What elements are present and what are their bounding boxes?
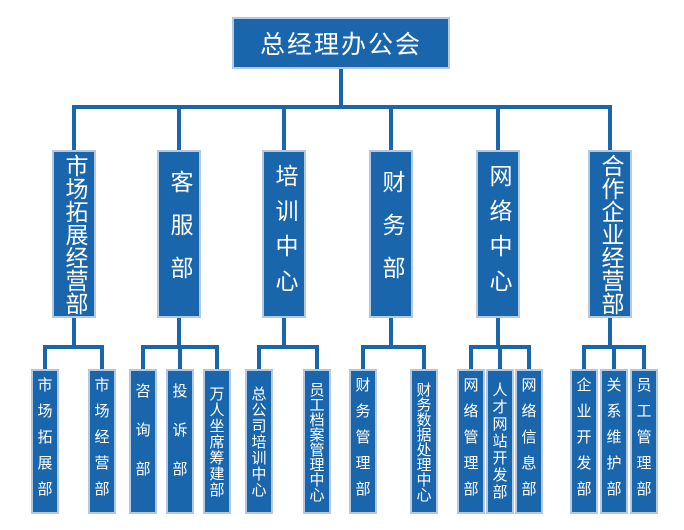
dept-label: 客服部 <box>166 169 192 299</box>
dept-node-finance[interactable]: 财务部 <box>369 150 413 318</box>
subdept-node-enterprise-development[interactable]: 企业开发部 <box>570 369 598 514</box>
subdept-node-network-information[interactable]: 网络信息部 <box>515 369 543 514</box>
dept-label: 网络中心 <box>485 164 511 304</box>
dept-label: 财务部 <box>378 169 404 299</box>
subdept-label: 员工管理部 <box>634 376 653 507</box>
subdept-node-hq-training-center[interactable]: 总公司培训中心 <box>245 369 273 514</box>
subdept-label: 万人坐席筹建部 <box>207 385 226 498</box>
subdept-label: 投诉部 <box>170 383 189 500</box>
subdept-node-finance-management[interactable]: 财务管理部 <box>349 369 377 514</box>
dept-label: 合作企业经营部 <box>597 153 623 315</box>
subdept-node-complaints[interactable]: 投诉部 <box>166 369 194 514</box>
dept-node-customer-service[interactable]: 客服部 <box>157 150 201 318</box>
subdept-node-finance-data-processing[interactable]: 财务数据处理中心 <box>410 369 438 514</box>
subdept-node-call-center-preparation[interactable]: 万人坐席筹建部 <box>203 369 231 514</box>
subdept-label: 员工档案管理中心 <box>307 381 326 502</box>
subdept-node-consulting[interactable]: 咨询部 <box>129 369 157 514</box>
subdept-node-relationship-maintenance[interactable]: 关系维护部 <box>600 369 628 514</box>
subdept-label: 关系维护部 <box>604 376 623 507</box>
subdept-label: 市场拓展部 <box>35 376 54 507</box>
dept-node-network-center[interactable]: 网络中心 <box>476 150 520 318</box>
subdept-node-employee-management[interactable]: 员工管理部 <box>630 369 658 514</box>
dept-label: 市场拓展经营部 <box>61 153 87 315</box>
subdept-label: 网络信息部 <box>519 376 538 507</box>
subdept-label: 企业开发部 <box>574 376 593 507</box>
subdept-label: 市场经营部 <box>92 376 111 507</box>
dept-node-market-expansion-operation[interactable]: 市场拓展经营部 <box>52 150 96 318</box>
root-node[interactable]: 总经理办公会 <box>232 17 450 69</box>
root-label: 总经理办公会 <box>259 30 422 59</box>
subdept-label: 咨询部 <box>133 383 152 500</box>
subdept-label: 网络管理部 <box>461 376 480 507</box>
subdept-label: 人才网站开发部 <box>490 382 509 501</box>
subdept-label: 总公司培训中心 <box>249 385 268 498</box>
dept-node-training-center[interactable]: 培训中心 <box>262 150 306 318</box>
dept-label: 培训中心 <box>271 164 297 304</box>
subdept-node-network-management[interactable]: 网络管理部 <box>457 369 485 514</box>
subdept-node-market-expansion[interactable]: 市场拓展部 <box>31 369 59 514</box>
dept-node-partner-enterprise-operation[interactable]: 合作企业经营部 <box>588 150 632 318</box>
subdept-node-market-operation[interactable]: 市场经营部 <box>88 369 116 514</box>
subdept-label: 财务数据处理中心 <box>414 381 433 502</box>
subdept-node-talent-website-development[interactable]: 人才网站开发部 <box>486 369 514 514</box>
subdept-label: 财务管理部 <box>353 376 372 507</box>
subdept-node-employee-records-center[interactable]: 员工档案管理中心 <box>303 369 331 514</box>
